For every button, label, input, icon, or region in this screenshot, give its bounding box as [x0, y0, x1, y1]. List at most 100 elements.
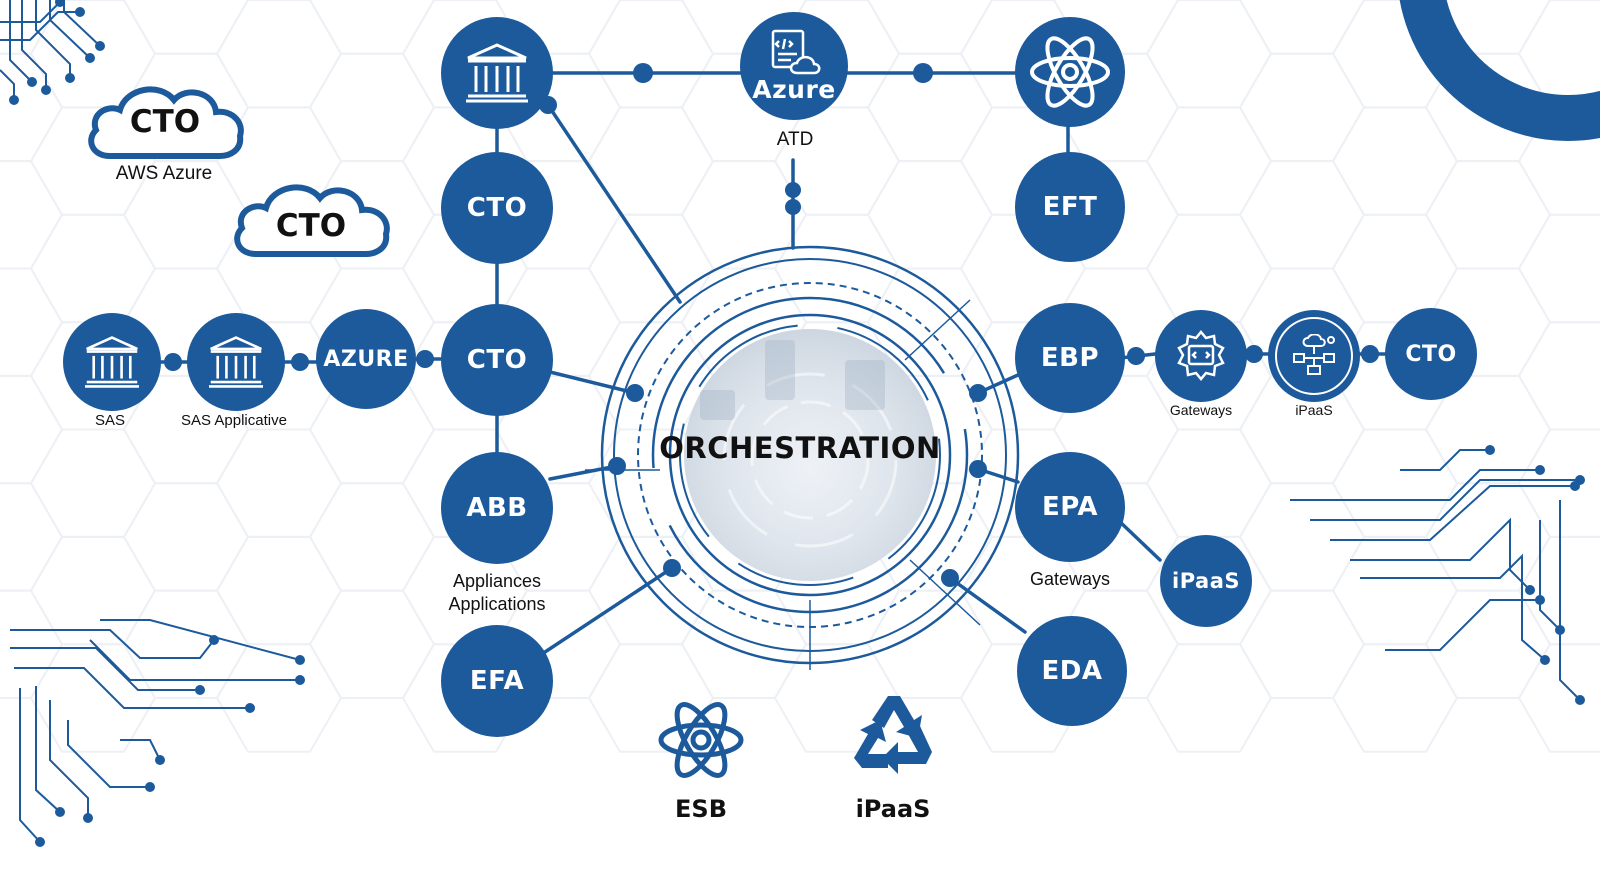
node-abb[interactable]: ABB	[441, 452, 553, 564]
circuit-node	[1540, 655, 1550, 665]
node-cto-right[interactable]: CTO	[1385, 308, 1477, 400]
circuit-node	[245, 703, 255, 713]
circuit-node	[295, 655, 305, 665]
node-caption: iPaaS	[1295, 402, 1333, 418]
hex-cell	[1517, 643, 1600, 753]
node-ipaas-right[interactable]: iPaaS	[1160, 535, 1252, 627]
node-azure-left[interactable]: AZURE	[316, 309, 416, 409]
node-label: CTO	[466, 193, 528, 223]
circuit-node	[27, 77, 37, 87]
circuit-trace	[10, 647, 200, 691]
node-azure-atd[interactable]: Azure	[740, 12, 848, 120]
node-sas-applicative[interactable]	[187, 313, 285, 411]
node-epa[interactable]: EPA	[1015, 452, 1125, 562]
node-label: Azure	[752, 74, 836, 104]
circuit-trace	[0, 1, 61, 23]
cloud-label: CTO	[129, 104, 201, 140]
circuit-node	[1535, 465, 1545, 475]
node-eda[interactable]: EDA	[1017, 616, 1127, 726]
circuit-node	[83, 813, 93, 823]
bank-icon	[85, 336, 139, 388]
node-ebp[interactable]: EBP	[1015, 303, 1125, 413]
hex-cell	[1517, 213, 1600, 324]
circuit-node	[55, 807, 65, 817]
node-sas[interactable]	[63, 313, 161, 411]
gear-code-icon	[1177, 330, 1225, 381]
node-ipaas-small[interactable]	[1268, 310, 1360, 402]
node-label: iPaaS	[1172, 569, 1240, 593]
circuit-node	[155, 755, 165, 765]
circuit-node	[195, 685, 205, 695]
hex-cell	[1517, 321, 1600, 431]
circuit-trace	[0, 69, 15, 100]
circuit-trace	[1385, 599, 1540, 651]
hex-cell	[1517, 535, 1600, 646]
circuit-trace	[35, 686, 61, 813]
esb-label: ESB	[675, 795, 727, 823]
circuit-node	[41, 85, 51, 95]
circuit-node	[95, 41, 105, 51]
circuit-trace	[1290, 469, 1540, 501]
circuit-trace	[1350, 517, 1531, 591]
node-cto-mid[interactable]: CTO	[441, 304, 553, 416]
circuit-trace	[0, 11, 80, 41]
node-eft[interactable]: EFT	[1015, 152, 1125, 262]
node-atom-top[interactable]	[1015, 17, 1125, 127]
circuit-right	[1290, 445, 1585, 705]
circuit-node	[75, 7, 85, 17]
node-caption: Appliances Applications	[448, 570, 545, 615]
caption-line: Applications	[448, 593, 546, 614]
circuit-trace	[49, 700, 89, 818]
node-caption: Gateways	[1169, 402, 1233, 418]
circuit-trace	[49, 0, 91, 59]
node-label: ABB	[466, 493, 528, 523]
node-caption: SAS	[94, 412, 126, 429]
cloud-icon	[88, 86, 244, 159]
circuit-node	[1575, 695, 1585, 705]
corner-arc	[1399, 0, 1600, 141]
node-bank-top[interactable]	[441, 17, 553, 129]
circuit-trace	[21, 0, 47, 90]
recycle-icon	[854, 696, 932, 774]
hex-cell	[1517, 428, 1600, 538]
bank-icon	[209, 336, 263, 388]
cloud-cto-aws: CTO	[82, 78, 248, 168]
node-efa[interactable]: EFA	[441, 625, 553, 737]
node-caption: SAS Applicative	[181, 412, 287, 429]
circuit-trace	[1360, 553, 1546, 661]
node-cto-upper[interactable]: CTO	[441, 152, 553, 264]
circuit-trace	[1400, 449, 1490, 471]
node-gateways-small[interactable]	[1155, 310, 1247, 402]
circuit-node	[145, 782, 155, 792]
code-cloud-icon	[771, 29, 821, 74]
circuit-trace	[1310, 479, 1580, 521]
workflow-icon	[1293, 334, 1335, 375]
circuit-trace	[1559, 500, 1581, 701]
orchestration-rings	[585, 245, 1020, 670]
circuit-trace	[67, 720, 150, 788]
cloud-cto: CTO	[228, 176, 394, 266]
circuit-trace	[1539, 520, 1561, 631]
circuit-trace	[35, 0, 71, 78]
circuit-node	[295, 675, 305, 685]
circuit-trace	[19, 688, 41, 843]
circuit-node	[1570, 481, 1580, 491]
node-label: EDA	[1041, 656, 1103, 686]
circuit-trace	[14, 667, 250, 709]
circuit-trace	[10, 629, 215, 659]
node-label: CTO	[1405, 341, 1457, 367]
circuit-node	[1525, 585, 1535, 595]
node-label: AZURE	[323, 346, 409, 372]
node-label: CTO	[466, 345, 528, 375]
circuit-trace	[89, 639, 300, 681]
circuit-bottom-left	[10, 619, 305, 847]
circuit-node	[1485, 445, 1495, 455]
cloud-label: CTO	[275, 208, 347, 244]
caption-line: Appliances	[452, 571, 542, 591]
node-caption: ATD	[776, 129, 814, 150]
node-label: EBP	[1040, 343, 1100, 373]
node-label: EFA	[469, 666, 525, 696]
